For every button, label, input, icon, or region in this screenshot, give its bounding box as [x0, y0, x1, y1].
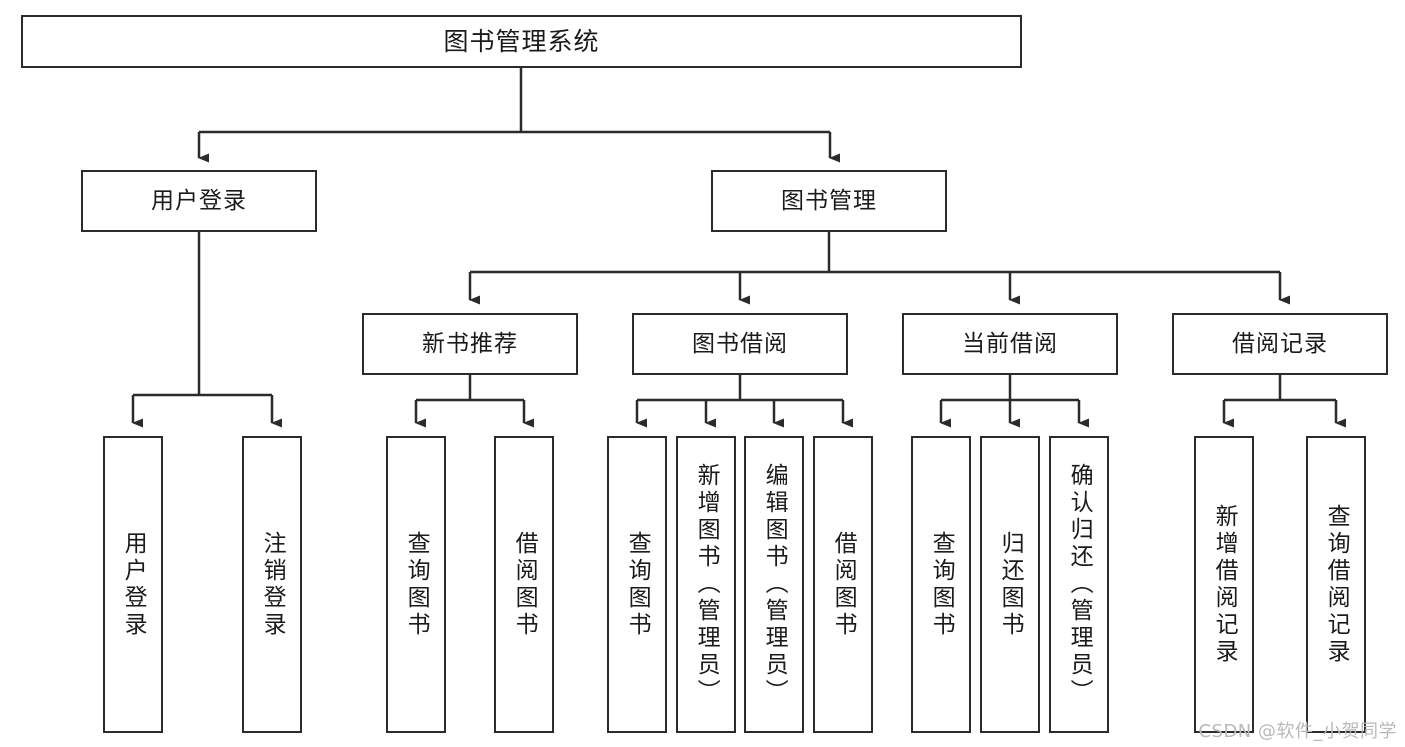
node-label: 查询借阅记录 — [1323, 503, 1350, 666]
leaf-add-borrow-record[interactable]: 新增借阅记录 — [1194, 436, 1254, 733]
node-label: 新书推荐 — [422, 330, 518, 357]
node-book-borrow[interactable]: 图书借阅 — [632, 313, 848, 375]
node-label: 查询图书 — [403, 530, 430, 639]
node-label: 注销登录 — [259, 530, 286, 639]
node-label: 图书管理 — [781, 187, 877, 214]
node-label: 查询图书 — [928, 530, 955, 639]
node-label: 借阅图书 — [830, 530, 857, 639]
leaf-confirm-return-admin[interactable]: 确认归还（管理员） — [1049, 436, 1109, 733]
node-label: 确认归还（管理员） — [1066, 463, 1093, 706]
leaf-logout[interactable]: 注销登录 — [242, 436, 302, 733]
leaf-borrow-book[interactable]: 借阅图书 — [813, 436, 873, 733]
watermark: CSDN @软件_小贺同学 — [1198, 721, 1397, 742]
node-label: 用户登录 — [151, 187, 247, 214]
leaf-query-book-current[interactable]: 查询图书 — [911, 436, 971, 733]
node-label: 当前借阅 — [962, 330, 1058, 357]
node-new-book-recommend[interactable]: 新书推荐 — [362, 313, 578, 375]
leaf-edit-book-admin[interactable]: 编辑图书（管理员） — [744, 436, 804, 733]
leaf-query-borrow-record[interactable]: 查询借阅记录 — [1306, 436, 1366, 733]
node-label: 借阅记录 — [1232, 330, 1328, 357]
node-root-system[interactable]: 图书管理系统 — [21, 15, 1022, 68]
node-label: 归还图书 — [997, 530, 1024, 639]
node-label: 编辑图书（管理员） — [761, 463, 788, 706]
node-label: 新增借阅记录 — [1211, 503, 1238, 666]
node-book-management[interactable]: 图书管理 — [711, 170, 947, 232]
node-label: 图书管理系统 — [443, 26, 600, 56]
node-label: 用户登录 — [120, 530, 147, 639]
node-user-login[interactable]: 用户登录 — [81, 170, 317, 232]
node-current-borrow[interactable]: 当前借阅 — [902, 313, 1118, 375]
leaf-borrow-book-recommend[interactable]: 借阅图书 — [494, 436, 554, 733]
node-label: 查询图书 — [624, 530, 651, 639]
leaf-user-login[interactable]: 用户登录 — [103, 436, 163, 733]
node-label: 借阅图书 — [511, 530, 538, 639]
leaf-add-book-admin[interactable]: 新增图书（管理员） — [676, 436, 736, 733]
node-borrow-records[interactable]: 借阅记录 — [1172, 313, 1388, 375]
leaf-return-book[interactable]: 归还图书 — [980, 436, 1040, 733]
node-label: 新增图书（管理员） — [693, 463, 720, 706]
node-label: 图书借阅 — [692, 330, 788, 357]
leaf-query-book[interactable]: 查询图书 — [607, 436, 667, 733]
leaf-query-book-recommend[interactable]: 查询图书 — [386, 436, 446, 733]
